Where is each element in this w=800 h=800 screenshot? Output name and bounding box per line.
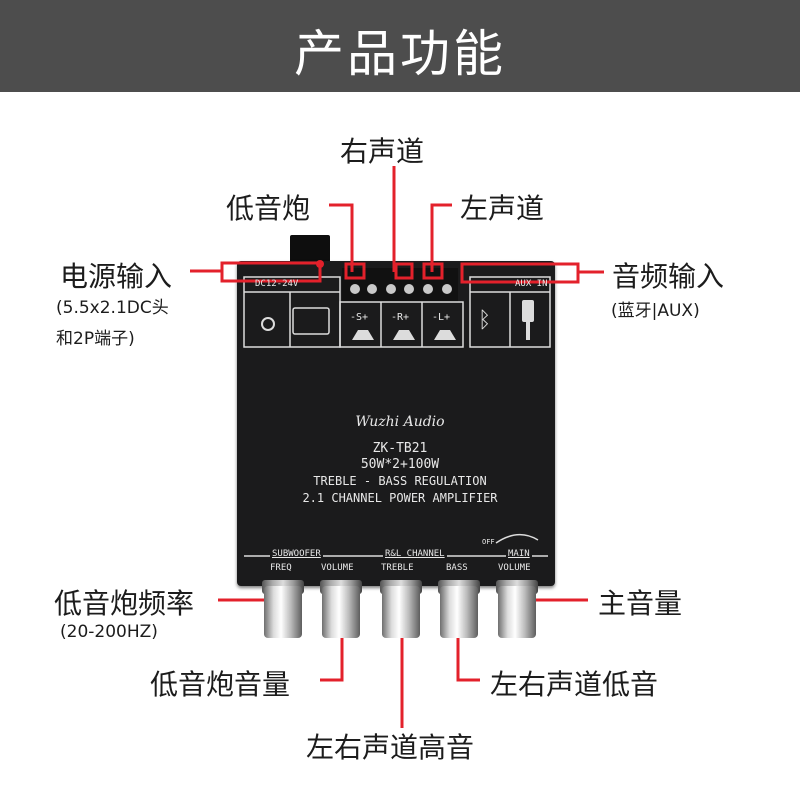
power-rating: 50W*2+100W [360, 457, 440, 472]
subwoofer-group-label: SUBWOOFER [270, 549, 323, 559]
speaker-icon [434, 330, 456, 340]
aux-input-label: AUX IN [515, 279, 548, 289]
main-volume-label: VOLUME [498, 563, 531, 573]
model-name: ZK-TB21 [372, 441, 428, 456]
label-power-input-note-2: 和2P端子) [56, 329, 135, 349]
terminal-screw [423, 284, 433, 294]
sub-volume-label: VOLUME [321, 563, 354, 573]
sub-volume-knob[interactable] [322, 586, 360, 638]
dc-jack-outline [292, 307, 330, 335]
aux-jack-icon [522, 300, 534, 322]
label-left-channel: 左声道 [460, 192, 545, 225]
label-sub-volume: 低音炮音量 [150, 668, 291, 701]
speaker-panel-outline [339, 301, 464, 348]
label-power-input: 电源输入 [60, 260, 173, 293]
off-label: OFF [482, 538, 495, 546]
main-group-label: MAIN [506, 549, 532, 559]
terminal-screw [404, 284, 414, 294]
speaker-l-label: -L+ [432, 312, 451, 323]
bass-label: BASS [446, 563, 468, 573]
speaker-r-label: -R+ [391, 312, 410, 323]
label-audio-input: 音频输入 [612, 260, 725, 293]
treble-knob[interactable] [382, 586, 420, 638]
rl-channel-group-label: R&L CHANNEL [383, 549, 447, 559]
bass-knob[interactable] [440, 586, 478, 638]
terminal-screw [442, 284, 452, 294]
speaker-icon [393, 330, 415, 340]
power-polarity-icon [261, 317, 275, 331]
freq-label: FREQ [270, 563, 292, 573]
label-lr-treble: 左右声道高音 [306, 731, 475, 764]
label-right-channel: 右声道 [340, 135, 425, 168]
speaker-s-label: -S+ [350, 312, 369, 323]
pointer-subwoofer [329, 203, 354, 272]
speaker-terminal-strip [342, 268, 458, 302]
label-sub-freq-note: (20-200HZ) [60, 622, 158, 642]
terminal-screw [350, 284, 360, 294]
label-main-volume: 主音量 [598, 587, 683, 620]
page-title: 产品功能 [294, 25, 506, 83]
header-bar: 产品功能 [0, 0, 800, 92]
amplifier-type-text: 2.1 CHANNEL POWER AMPLIFIER [302, 491, 498, 505]
label-lr-bass: 左右声道低音 [490, 668, 659, 701]
aux-plug-tip [526, 322, 530, 340]
speaker-icon [352, 330, 374, 340]
treble-label: TREBLE [381, 563, 414, 573]
terminal-screw [367, 284, 377, 294]
label-audio-input-note: (蓝牙|AUX) [611, 301, 700, 321]
sub-freq-knob[interactable] [264, 586, 302, 638]
main-volume-knob[interactable] [498, 586, 536, 638]
pointer-left-channel [430, 203, 452, 272]
label-power-input-note-1: (5.5x2.1DC头 [56, 298, 169, 318]
dc-input-label: DC12-24V [255, 279, 299, 289]
terminal-screw [386, 284, 396, 294]
label-sub-freq: 低音炮频率 [54, 587, 195, 620]
bluetooth-icon: ᛒ [478, 308, 491, 333]
regulation-text: TREBLE - BASS REGULATION [313, 474, 487, 488]
label-subwoofer: 低音炮 [226, 192, 311, 225]
brand-logo: Wuzhi Audio [355, 414, 445, 430]
